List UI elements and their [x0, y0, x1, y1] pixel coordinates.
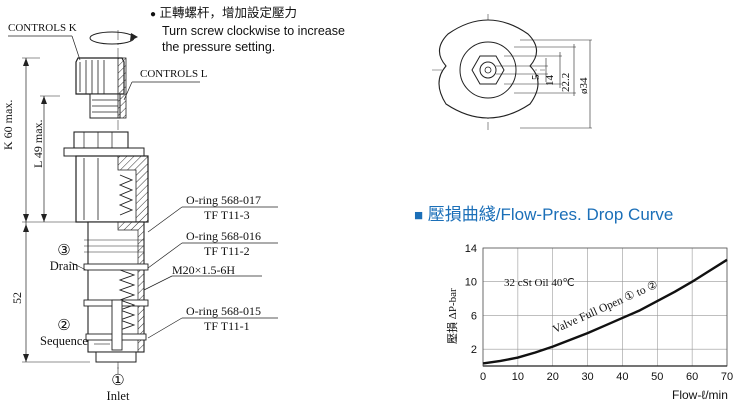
port-3-name: Drain [49, 259, 79, 273]
y-tick-label: 2 [471, 344, 477, 356]
y-tick-label: 6 [471, 310, 477, 322]
controls-k-label: CONTROLS K [8, 22, 77, 34]
port-1-number: ① [111, 372, 125, 389]
y-tick-label: 10 [465, 277, 477, 289]
note-english-line1: Turn screw clockwise to increase [162, 24, 345, 38]
note-english-line2: the pressure setting. [162, 40, 276, 54]
controls-l-label: CONTROLS L [140, 68, 208, 80]
tf-t11-3-label: TF T11-3 [204, 208, 250, 222]
title-marker-icon: ■ [414, 207, 424, 224]
oring-015-label: O-ring 568-015 [186, 304, 261, 318]
port-sequence: ② Sequence [34, 318, 94, 349]
spring [118, 174, 134, 216]
port-2-name: Sequence [40, 334, 88, 348]
port-drain: ③ Drain [44, 243, 84, 274]
port-2-number: ② [57, 317, 71, 334]
tf-t11-1-label: TF T11-1 [204, 319, 250, 333]
x-tick-label: 20 [547, 371, 559, 383]
tf-t11-2-label: TF T11-2 [204, 244, 250, 258]
x-tick-label: 30 [581, 371, 593, 383]
curve-title-text: 壓損曲綫/Flow-Pres. Drop Curve [427, 205, 674, 224]
y-tick-label: 14 [465, 243, 477, 255]
x-tick-label: 50 [651, 371, 663, 383]
note-chinese: 正轉螺杆，增加設定壓力 [159, 6, 298, 20]
oring-016-label: O-ring 568-016 [186, 229, 261, 243]
pressure-drop-curve [482, 258, 728, 365]
adjust-note: ● 正轉螺杆，增加設定壓力 Turn screw clockwise to in… [150, 5, 345, 55]
x-tick-label: 10 [512, 371, 524, 383]
x-tick-label: 60 [686, 371, 698, 383]
bullet-icon: ● [150, 9, 157, 20]
chart-xlabel: Flow-ℓ/min [672, 388, 728, 402]
chart-annotation-oil: 32 cSt Oil 40℃ [504, 277, 575, 289]
thread-label: M20×1.5-6H [172, 263, 236, 277]
port-inlet: ① Inlet [96, 373, 140, 404]
x-tick-label: 70 [721, 371, 733, 383]
x-tick-label: 40 [616, 371, 628, 383]
chart-ylabel: 壓損 ΔP-bar [447, 288, 459, 344]
curve-title: ■ 壓損曲綫/Flow-Pres. Drop Curve [414, 200, 673, 225]
port-3-number: ③ [57, 242, 71, 259]
port-1-name: Inlet [106, 389, 130, 403]
x-tick-label: 0 [480, 371, 486, 383]
oring-017-label: O-ring 568-017 [186, 193, 261, 207]
